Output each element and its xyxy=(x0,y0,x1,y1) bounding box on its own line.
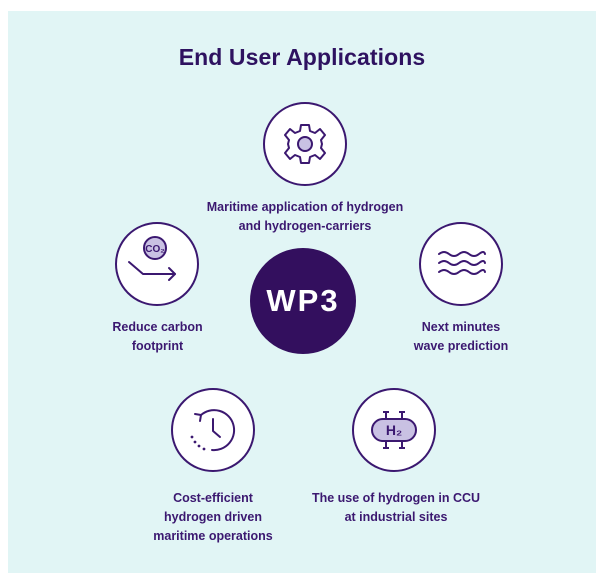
hydrogen-formula: H₂ xyxy=(386,422,402,438)
gear-icon xyxy=(284,124,326,164)
label-cost-efficient: Cost-efficient hydrogen driven maritime … xyxy=(153,491,273,543)
hydrogen-tank-icon: H₂ xyxy=(371,411,417,449)
co2-reduction-icon: CO₂ xyxy=(128,236,176,281)
node-maritime-hydrogen xyxy=(263,102,347,186)
label-reduce-carbon: Reduce carbon footprint xyxy=(112,320,203,353)
label-hydrogen-ccu: The use of hydrogen in CCU at industrial… xyxy=(311,491,481,524)
label-maritime-hydrogen: Maritime application of hydrogen and hyd… xyxy=(206,200,404,233)
clock-history-icon xyxy=(190,409,236,452)
diagram-title: End User Applications xyxy=(178,44,426,70)
node-hydrogen-ccu: H₂ xyxy=(352,388,436,472)
center-node-wp3: WP3 xyxy=(250,248,356,354)
node-cost-efficient xyxy=(171,388,255,472)
node-wave-prediction xyxy=(419,222,503,306)
node-reduce-carbon: CO₂ xyxy=(115,222,199,306)
co2-formula: CO₂ xyxy=(145,244,164,255)
waves-icon xyxy=(438,251,486,275)
label-wave-prediction: Next minutes wave prediction xyxy=(413,320,509,353)
